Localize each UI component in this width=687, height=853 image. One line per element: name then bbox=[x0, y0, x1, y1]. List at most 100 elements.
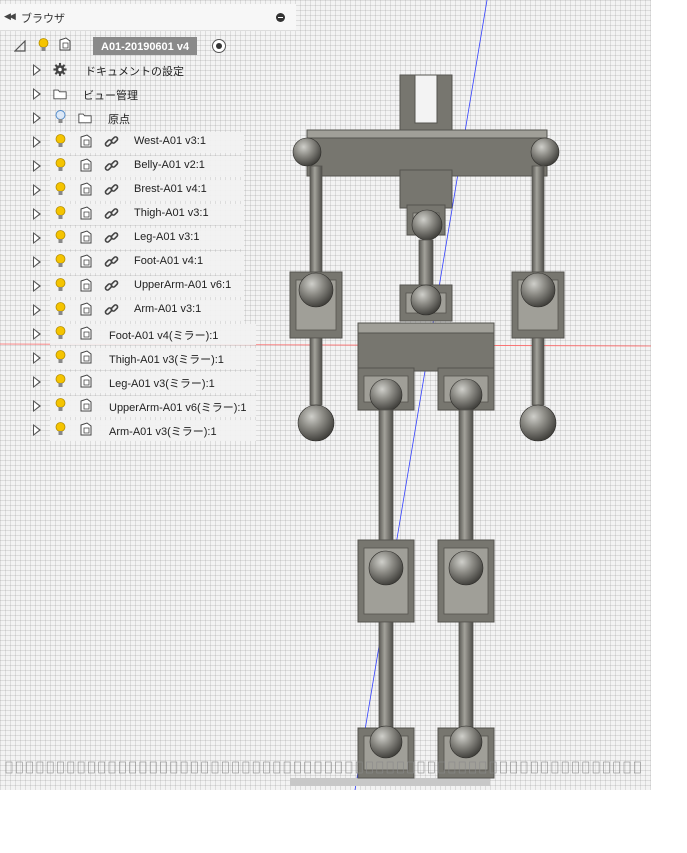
tree-item-row[interactable]: UpperArm-A01 v6:1 bbox=[33, 275, 273, 297]
expand-triangle-icon[interactable] bbox=[33, 328, 41, 340]
tree-item-label: Belly-A01 v2:1 bbox=[134, 159, 205, 171]
ground-grid-mark bbox=[427, 761, 435, 774]
visibility-bulb-icon[interactable] bbox=[55, 422, 66, 436]
tree-item-label: ドキュメントの設定 bbox=[85, 66, 184, 78]
tree-root-row[interactable]: A01-20190601 v4 bbox=[14, 37, 226, 59]
right-thigh-rod bbox=[458, 409, 474, 541]
tree-item-row[interactable]: Arm-A01 v3(ミラー):1 bbox=[33, 419, 273, 441]
double-left-arrow-icon[interactable]: ◀◀ bbox=[4, 11, 16, 21]
left-shin-rod bbox=[378, 621, 394, 729]
ground-grid-mark bbox=[139, 761, 147, 774]
root-label-box[interactable]: A01-20190601 v4 bbox=[93, 37, 198, 55]
ground-grid-mark bbox=[314, 761, 322, 774]
visibility-bulb-icon[interactable] bbox=[55, 398, 66, 412]
row-highlight bbox=[50, 156, 244, 177]
visibility-bulb-icon[interactable] bbox=[55, 350, 66, 364]
tree-item-row[interactable]: Brest-A01 v4:1 bbox=[33, 179, 273, 201]
3d-viewport[interactable] bbox=[0, 0, 651, 790]
expand-triangle-icon[interactable] bbox=[33, 232, 41, 244]
visibility-bulb-icon[interactable] bbox=[38, 38, 49, 52]
expand-triangle-icon[interactable] bbox=[33, 400, 41, 412]
tree-item-row[interactable]: 原点 bbox=[33, 107, 273, 129]
visibility-bulb-icon[interactable] bbox=[55, 230, 66, 244]
ground-grid-mark bbox=[633, 761, 641, 774]
right-hip-joint bbox=[449, 378, 483, 412]
link-icon bbox=[104, 160, 119, 171]
tree-item-row[interactable]: Thigh-A01 v3(ミラー):1 bbox=[33, 347, 273, 369]
tree-item-row[interactable]: West-A01 v3:1 bbox=[33, 131, 273, 153]
tree-item-row[interactable]: Leg-A01 v3:1 bbox=[33, 227, 273, 249]
component-icon bbox=[80, 158, 92, 172]
tree-item-row[interactable]: ドキュメントの設定 bbox=[33, 59, 273, 81]
ground-grid-mark bbox=[242, 761, 250, 774]
expand-triangle-icon[interactable] bbox=[33, 376, 41, 388]
ground-grid-mark bbox=[201, 761, 208, 774]
tree-item-row[interactable]: Belly-A01 v2:1 bbox=[33, 155, 273, 177]
ground-grid-mark bbox=[46, 761, 54, 774]
browser-panel-header: ◀◀ ブラウザ bbox=[0, 4, 296, 31]
activate-radio-icon[interactable] bbox=[212, 39, 226, 53]
visibility-bulb-icon[interactable] bbox=[55, 374, 66, 388]
ground-grid-mark bbox=[530, 761, 538, 774]
visibility-bulb-icon[interactable] bbox=[55, 134, 66, 148]
row-highlight bbox=[50, 372, 256, 393]
component-icon bbox=[80, 230, 92, 244]
tree-item-row[interactable]: Thigh-A01 v3:1 bbox=[33, 203, 273, 225]
expand-triangle-icon[interactable] bbox=[33, 160, 41, 172]
ground-grid-mark bbox=[211, 761, 219, 774]
expanded-triangle-icon[interactable] bbox=[14, 40, 26, 52]
robot-model-canvas[interactable] bbox=[0, 0, 651, 790]
component-icon bbox=[80, 278, 92, 292]
link-icon bbox=[104, 256, 119, 267]
visibility-bulb-icon[interactable] bbox=[55, 110, 66, 124]
tree-item-label: Thigh-A01 v3(ミラー):1 bbox=[109, 354, 224, 366]
left-knee-joint bbox=[368, 550, 404, 586]
expand-triangle-icon[interactable] bbox=[33, 136, 41, 148]
tree-item-label: Arm-A01 v3(ミラー):1 bbox=[109, 426, 217, 438]
folder-icon bbox=[78, 113, 92, 124]
ground-grid-mark bbox=[582, 761, 590, 774]
ground-grid-mark bbox=[304, 761, 312, 774]
visibility-bulb-icon[interactable] bbox=[55, 278, 66, 292]
visibility-bulb-icon[interactable] bbox=[55, 326, 66, 340]
expand-triangle-icon[interactable] bbox=[33, 352, 41, 364]
tree-item-row[interactable]: UpperArm-A01 v6(ミラー):1 bbox=[33, 395, 273, 417]
expand-triangle-icon[interactable] bbox=[33, 208, 41, 220]
visibility-bulb-icon[interactable] bbox=[55, 206, 66, 220]
tree-item-row[interactable]: Foot-A01 v4:1 bbox=[33, 251, 273, 273]
ground-grid-mark bbox=[98, 761, 105, 774]
right-elbow-joint bbox=[520, 272, 556, 308]
tree-item-row[interactable]: Foot-A01 v4(ミラー):1 bbox=[33, 323, 273, 345]
right-shin-rod bbox=[458, 621, 474, 729]
left-upper-arm-rod bbox=[309, 165, 323, 276]
expand-triangle-icon[interactable] bbox=[33, 304, 41, 316]
tree-item-row[interactable]: ビュー管理 bbox=[33, 83, 273, 105]
ground-grid-mark bbox=[149, 761, 157, 774]
expand-triangle-icon[interactable] bbox=[33, 112, 41, 124]
left-ankle-joint bbox=[369, 725, 403, 759]
ground-grid-mark bbox=[108, 761, 116, 774]
expand-triangle-icon[interactable] bbox=[33, 88, 41, 100]
visibility-bulb-icon[interactable] bbox=[55, 182, 66, 196]
ground-grid-mark bbox=[469, 761, 476, 774]
tree-item-row[interactable]: Leg-A01 v3(ミラー):1 bbox=[33, 371, 273, 393]
ground-grid-mark bbox=[335, 761, 342, 774]
expand-triangle-icon[interactable] bbox=[33, 424, 41, 436]
ground-grid-mark bbox=[345, 761, 353, 774]
expand-triangle-icon[interactable] bbox=[33, 184, 41, 196]
expand-triangle-icon[interactable] bbox=[33, 280, 41, 292]
tree-item-label: 原点 bbox=[108, 114, 130, 126]
ground-grid-mark bbox=[67, 761, 75, 774]
left-forearm-rod bbox=[309, 337, 323, 406]
visibility-bulb-icon[interactable] bbox=[55, 158, 66, 172]
tree-item-row[interactable]: Arm-A01 v3:1 bbox=[33, 299, 273, 321]
expand-triangle-icon[interactable] bbox=[33, 256, 41, 268]
ground-grid-mark bbox=[160, 761, 167, 774]
visibility-bulb-icon[interactable] bbox=[55, 254, 66, 268]
expand-triangle-icon[interactable] bbox=[33, 64, 41, 76]
component-icon bbox=[80, 182, 92, 196]
ground-grid-mark bbox=[613, 761, 621, 774]
panel-pin-icon[interactable] bbox=[276, 13, 285, 22]
tree-item-label: Foot-A01 v4(ミラー):1 bbox=[109, 330, 219, 342]
visibility-bulb-icon[interactable] bbox=[55, 302, 66, 316]
